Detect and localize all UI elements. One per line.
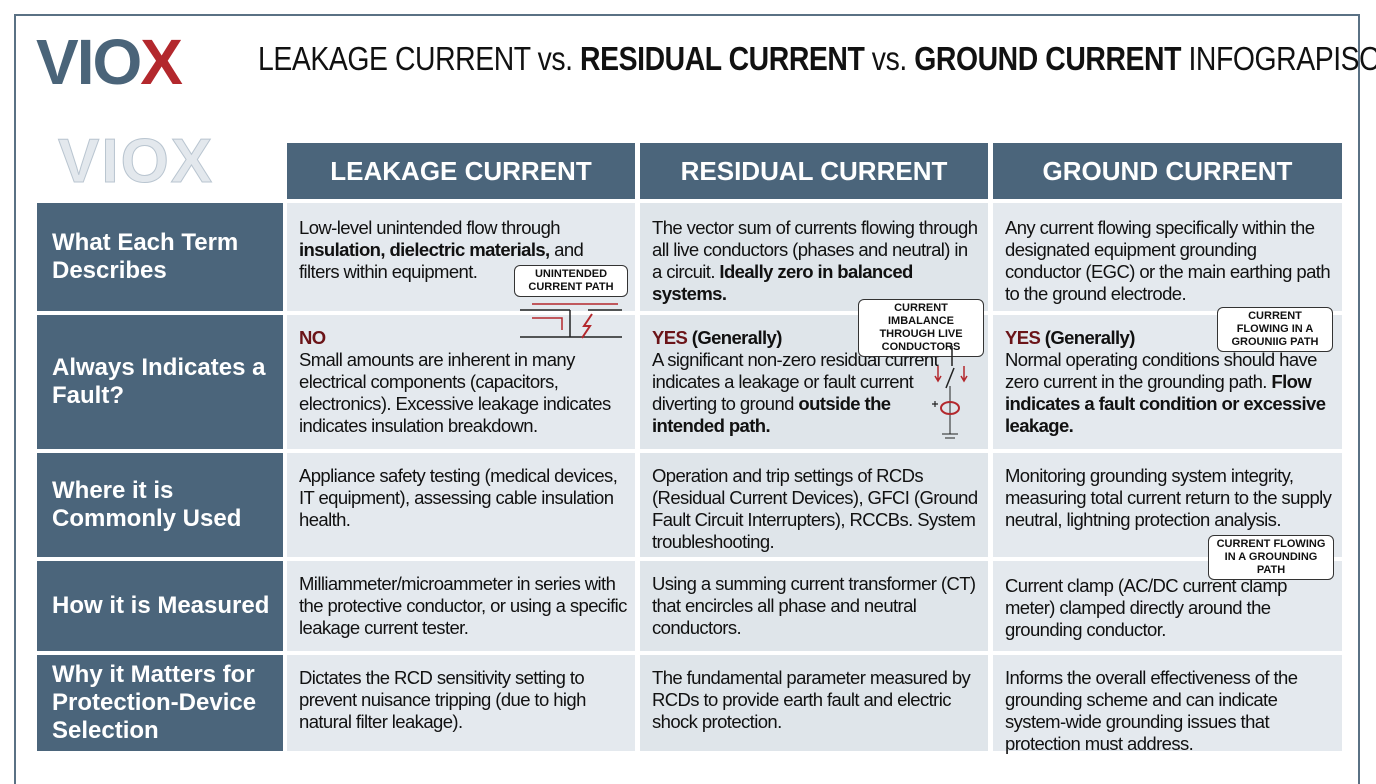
cell-text: The fundamental parameter measured by RC… — [652, 667, 971, 732]
logo-accent: X — [140, 26, 183, 98]
row-label: What Each Term Describes — [37, 203, 283, 311]
table-cell: Dictates the RCD sensitivity setting to … — [287, 655, 635, 751]
row-label: Why it Matters for Protection-Device Sel… — [37, 655, 283, 751]
cell-text: Informs the overall effectiveness of the… — [1005, 667, 1298, 754]
cell-text: outside the intended path. — [652, 393, 891, 436]
logo-text: VIO — [36, 26, 142, 98]
cell-text: NO — [299, 327, 326, 348]
page-title: LEAKAGE CURRENT vs. RESIDUAL CURRENT vs.… — [258, 40, 1376, 78]
table-cell: Informs the overall effectiveness of the… — [993, 655, 1342, 754]
title-part: vs. — [864, 40, 915, 77]
cell-text: insulation, dielectric materials, — [299, 239, 550, 260]
cell-text: The vector sum of currents flowing throu… — [652, 217, 978, 282]
column-header-ground: GROUND CURRENT — [993, 143, 1342, 199]
table-cell: Current clamp (AC/DC current clamp meter… — [993, 561, 1342, 651]
table-cell: Operation and trip settings of RCDs (Res… — [640, 453, 988, 557]
cell-text: YES — [652, 327, 688, 348]
row-label: Where it is Commonly Used — [37, 453, 283, 557]
cell-text: Normal operating conditions should have … — [1005, 349, 1317, 392]
callout-unintended-path: UNINTENDED CURRENT PATH — [514, 265, 628, 297]
callout-current-imbalance: CURRENT IMBALANCE THROUGH LIVE CONDUCTOR… — [858, 299, 984, 357]
viox-logo: VIOX — [36, 30, 183, 94]
title-part: GROUND CURRENT — [914, 40, 1181, 77]
callout-grounding-path-2: CURRENT FLOWING IN A GROUNDING PATH — [1208, 535, 1334, 580]
row-label: How it is Measured — [37, 561, 283, 651]
table-cell: Using a summing current transformer (CT)… — [640, 561, 988, 651]
column-header-leakage: LEAKAGE CURRENT — [287, 143, 635, 199]
cell-text: Milliammeter/microammeter in series with… — [299, 573, 627, 638]
cell-text: Current clamp (AC/DC current clamp meter… — [1005, 575, 1287, 640]
cell-text: Monitoring grounding system integrity, m… — [1005, 465, 1332, 530]
table-cell: The vector sum of currents flowing throu… — [640, 203, 988, 311]
title-part: INFOGRAPISON — [1188, 40, 1376, 77]
cell-text: Using a summing current transformer (CT)… — [652, 573, 976, 638]
cell-text: (Generally) — [1040, 327, 1136, 348]
cell-text: A significant non-zero residual current … — [652, 349, 939, 414]
cell-text: Ideally zero in balanced systems. — [652, 261, 913, 304]
leakage-path-icon — [520, 303, 622, 339]
cell-text: Flow indicates a fault condition or exce… — [1005, 371, 1326, 436]
title-part: LEAKAGE CURRENT vs. — [258, 40, 581, 77]
cell-text: Operation and trip settings of RCDs (Res… — [652, 465, 978, 552]
watermark-logo: VIOX — [57, 127, 215, 197]
callout-grounding-path-1: CURRENT FLOWING IN A GROUNIIG PATH — [1217, 307, 1333, 352]
infographic-frame — [14, 14, 1360, 784]
cell-text: Low-level unintended flow through — [299, 217, 561, 238]
cell-text: and filters within equipment. — [299, 239, 584, 282]
cell-text: (Generally) — [687, 327, 783, 348]
table-cell: Appliance safety testing (medical device… — [287, 453, 635, 557]
column-header-residual: RESIDUAL CURRENT — [640, 143, 988, 199]
cell-text: Dictates the RCD sensitivity setting to … — [299, 667, 586, 732]
cell-text: Any current flowing specifically within … — [1005, 217, 1331, 304]
row-label: Always Indicates a Fault? — [37, 315, 283, 449]
cell-text: Small amounts are inherent in many elect… — [299, 349, 611, 436]
cell-text: YES — [1005, 327, 1041, 348]
rcd-ct-icon — [932, 346, 968, 439]
table-cell: The fundamental parameter measured by RC… — [640, 655, 988, 751]
cell-text: Appliance safety testing (medical device… — [299, 465, 618, 530]
table-cell: Milliammeter/microammeter in series with… — [287, 561, 635, 651]
title-part: RESIDUAL CURRENT — [580, 40, 865, 77]
table-cell: Any current flowing specifically within … — [993, 203, 1342, 311]
